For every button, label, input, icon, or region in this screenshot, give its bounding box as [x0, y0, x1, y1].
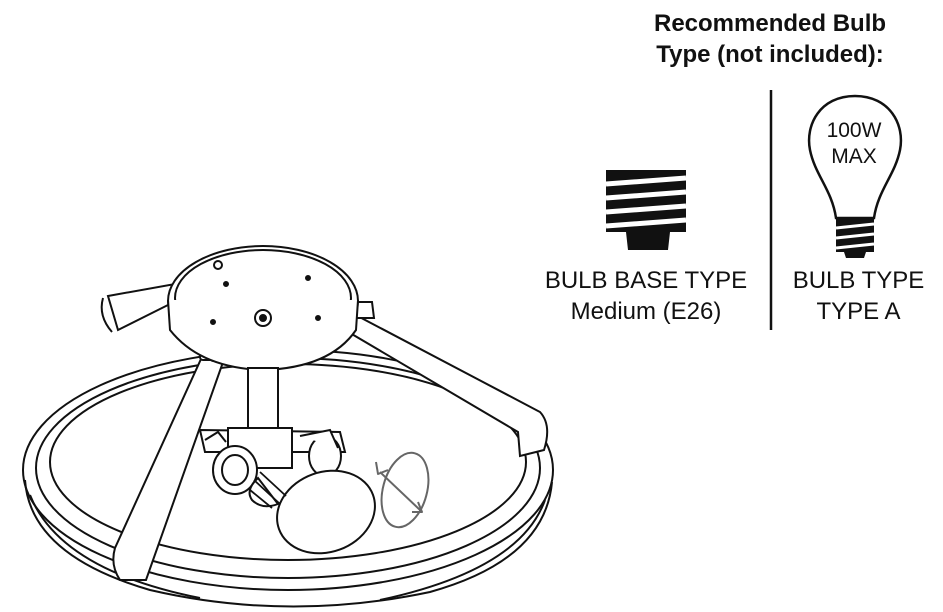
bulb-base-value: Medium (E26) — [570, 298, 722, 325]
installing-bulb — [248, 469, 376, 555]
max-text: MAX — [831, 145, 877, 168]
socket-cluster — [198, 367, 347, 495]
heading-line-1: Recommended Bulb — [653, 10, 887, 37]
bulb-wattage-label: 100W MAX — [808, 118, 900, 170]
wattage-value: 100W — [826, 119, 882, 142]
canopy — [167, 245, 359, 372]
screw-base-icon — [605, 170, 687, 250]
bulb-base-label: BULB BASE TYPE Medium (E26) — [530, 265, 762, 327]
a-type-bulb-icon — [807, 94, 903, 258]
bulb-base-title: BULB BASE TYPE — [544, 267, 748, 294]
bulb-type-title: BULB TYPE — [792, 267, 925, 294]
recommended-bulb-heading: Recommended Bulb Type (not included): — [590, 8, 943, 70]
bulb-type-value: TYPE A — [816, 298, 901, 325]
bulb-type-label: BULB TYPE TYPE A — [776, 265, 941, 327]
crossbar-left — [100, 282, 180, 333]
heading-line-2: Type (not included): — [656, 41, 884, 68]
rotate-arrow-icon — [375, 451, 430, 529]
crossbar-right — [343, 301, 549, 458]
